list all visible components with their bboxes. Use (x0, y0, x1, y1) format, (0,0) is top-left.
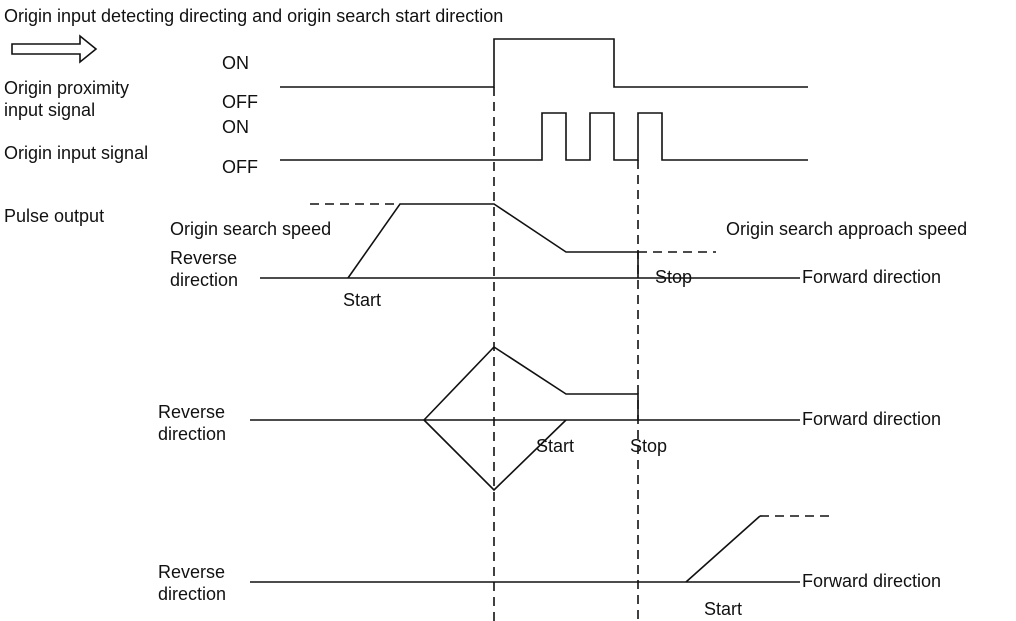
reverse-direction-label-3a: Reverse (158, 562, 225, 582)
forward-direction-label-1: Forward direction (802, 267, 941, 287)
pulse-output-case-2: Reverse direction Forward direction Star… (158, 345, 941, 492)
stop-label-2: Stop (630, 436, 667, 456)
forward-direction-label-2: Forward direction (802, 409, 941, 429)
origin-search-speed-label: Origin search speed (170, 219, 331, 239)
origin-input-waveform (280, 112, 808, 161)
pulse-output-profile-1 (347, 203, 639, 279)
pulse-output-label: Pulse output (4, 206, 104, 226)
on-label-proximity: ON (222, 53, 249, 73)
on-label-input: ON (222, 117, 249, 137)
diagram-title: Origin input detecting directing and ori… (4, 6, 503, 26)
origin-proximity-label-line2: input signal (4, 100, 95, 120)
pulse-output-profile-2-upper (423, 345, 639, 421)
forward-direction-label-3: Forward direction (802, 571, 941, 591)
hollow-right-arrow-icon (11, 34, 98, 64)
reverse-direction-label-1a: Reverse (170, 248, 237, 268)
origin-proximity-label-line1: Origin proximity (4, 78, 129, 98)
reverse-direction-label-2b: direction (158, 424, 226, 444)
origin-proximity-waveform (280, 38, 808, 88)
off-label-input: OFF (222, 157, 258, 177)
origin-proximity-signal-group: ON Origin proximity input signal OFF (4, 38, 808, 120)
pulse-output-profile-2-lower (423, 419, 567, 492)
off-label-proximity: OFF (222, 92, 258, 112)
origin-input-label: Origin input signal (4, 143, 148, 163)
start-label-2: Start (536, 436, 574, 456)
reverse-direction-label-2a: Reverse (158, 402, 225, 422)
start-label-3: Start (704, 599, 742, 619)
origin-search-approach-speed-label: Origin search approach speed (726, 219, 967, 239)
reverse-direction-label-1b: direction (170, 270, 238, 290)
pulse-output-case-3: Reverse direction Forward direction Star… (158, 515, 941, 619)
pulse-output-case-1: Pulse output Origin search speed Origin … (4, 203, 967, 310)
start-label-1: Start (343, 290, 381, 310)
pulse-output-profile-3 (685, 515, 761, 583)
reverse-direction-label-3b: direction (158, 584, 226, 604)
origin-input-signal-group: ON Origin input signal OFF (4, 112, 808, 177)
stop-label-1: Stop (655, 267, 692, 287)
